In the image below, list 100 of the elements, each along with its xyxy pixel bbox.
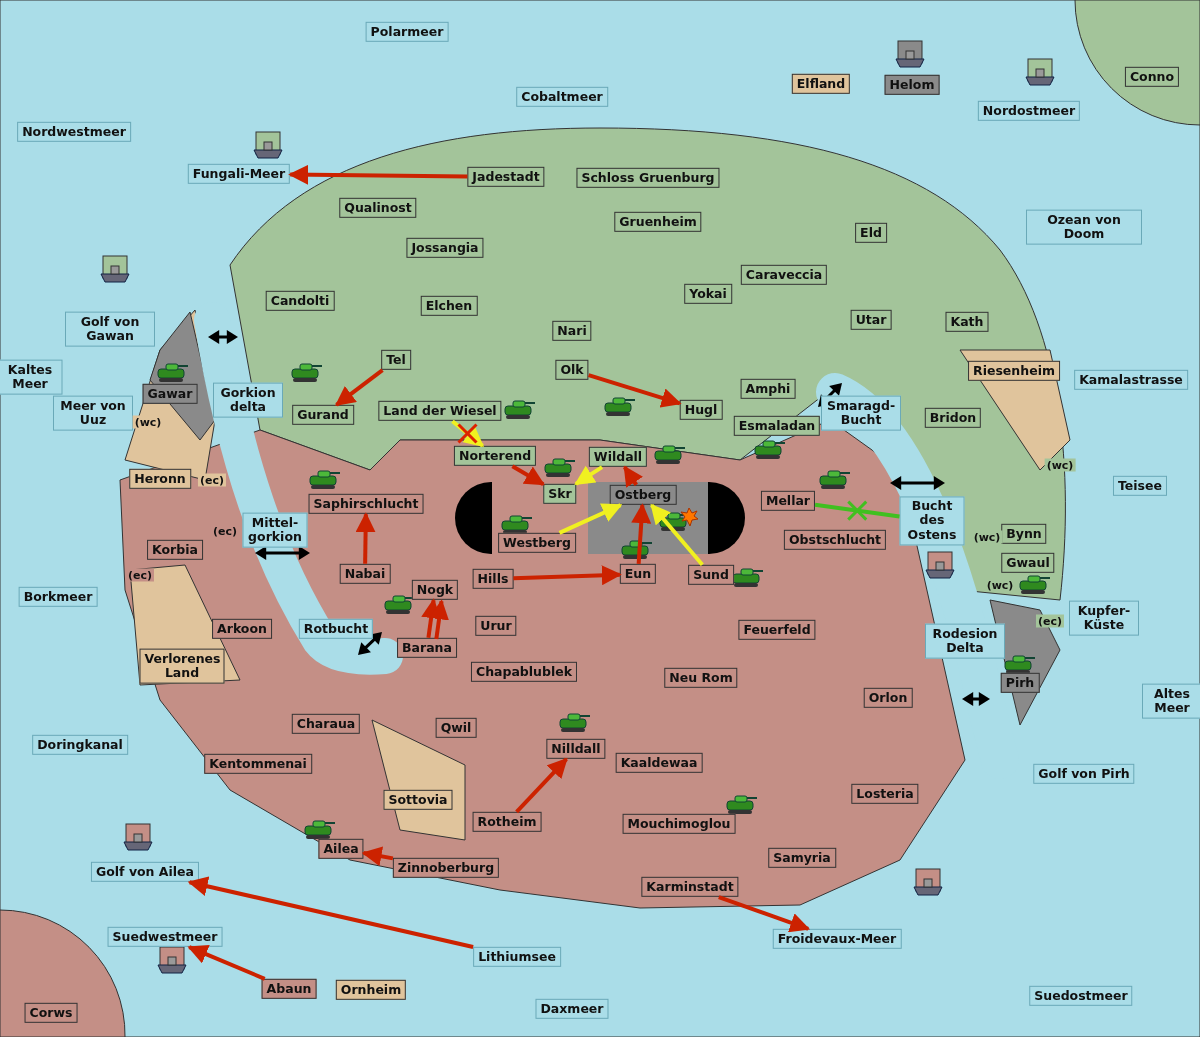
coast-label: (ec) (198, 473, 226, 487)
sea-region: Cobaltmeer (516, 86, 608, 108)
move-arrow (361, 846, 394, 867)
territory-region: Gruenheim (614, 211, 702, 233)
territory-region: Obstschlucht (783, 529, 887, 551)
sea-region: Golf von Gawan (65, 311, 155, 347)
territory-region: Verlorenes Land (139, 648, 225, 684)
sea-region: Doringkanal (32, 734, 128, 756)
territory-region: Orlon (863, 687, 913, 709)
territory-region: Mouchimoglou (622, 813, 736, 835)
move-arrow (588, 373, 682, 408)
territory-region: Amphi (740, 378, 796, 400)
move-arrow (631, 503, 652, 564)
territory-region: Elfland (791, 73, 851, 95)
move-arrow (334, 368, 384, 407)
sea-region: Golf von Pirh (1033, 763, 1135, 785)
coast-label: (wc) (1044, 458, 1076, 472)
territory-region: Bynn (1001, 523, 1047, 545)
territory-region: Pirh (1000, 672, 1040, 694)
sea-region: Borkmeer (18, 586, 98, 608)
territory-region: Skr (543, 483, 577, 505)
territory-region: Zinnoberburg (392, 857, 500, 879)
territory-region: Mellar (760, 490, 816, 512)
territory-region: Kaaldewaa (615, 752, 703, 774)
sea-region: Daxmeer (535, 998, 609, 1020)
move-arrow (451, 419, 485, 448)
territory-region: Gwaul (1001, 552, 1055, 574)
territory-region: Esmaladan (733, 415, 821, 437)
territory-region: Wildall (588, 446, 648, 468)
territory-region: Eun (619, 563, 657, 585)
sea-region: Golf von Ailea (90, 861, 200, 883)
sea-region: Meer von Uuz (53, 395, 133, 431)
sea-region: Teisee (1113, 475, 1167, 497)
move-arrow (650, 503, 704, 567)
territory-region: Samyria (768, 847, 836, 869)
sea-region: Lithiumsee (473, 946, 561, 968)
territory-region: Urur (475, 615, 517, 637)
move-arrow (513, 565, 622, 586)
territory-region: Sottovia (383, 789, 453, 811)
territory-region: Ornheim (335, 979, 407, 1001)
move-line (814, 502, 900, 519)
coast-label: (wc) (971, 530, 1003, 544)
sea-region: Smaragd-Bucht (821, 395, 901, 431)
territory-region: Westberg (498, 532, 576, 554)
sea-region: Rotbucht (298, 618, 374, 640)
coast-label: (ec) (211, 524, 239, 538)
territory-region: Neu Rom (664, 667, 738, 689)
sea-region: Kupfer-Küste (1069, 600, 1139, 636)
sea-region: Suedwestmeer (107, 926, 223, 948)
territory-region: Nari (552, 320, 592, 342)
coast-label: (ec) (126, 568, 154, 582)
move-arrow (187, 876, 474, 949)
territory-region: Yokai (684, 283, 732, 305)
sea-region: Fungali-Meer (187, 163, 291, 185)
territory-region: Norterend (453, 445, 537, 467)
sea-region: Kamalastrasse (1074, 369, 1188, 391)
move-arrow (355, 512, 376, 564)
sea-region: Polarmeer (365, 21, 449, 43)
sea-region: Mittel-gorkion (242, 512, 308, 548)
territory-region: Saphirschlucht (308, 493, 424, 515)
territory-region: Riesenheim (968, 360, 1060, 382)
cross-mark (457, 423, 478, 444)
territory-region: Olk (555, 359, 589, 381)
territory-region: Schloss Gruenburg (576, 167, 720, 189)
cross-mark (847, 500, 868, 521)
move-arrow (511, 464, 545, 486)
sea-region: Nordostmeer (977, 100, 1081, 122)
sea-region: Gorkion delta (213, 382, 283, 418)
coast-label: (ec) (1036, 614, 1064, 628)
territory-region: Barana (397, 637, 457, 659)
sea-region: Rodesion Delta (925, 623, 1005, 659)
territory-region: Ailea (318, 838, 364, 860)
move-arrow (515, 757, 568, 814)
territory-region: Qwil (435, 717, 477, 739)
territory-region: Hills (472, 568, 514, 590)
territory-region: Nogk (411, 579, 459, 601)
sea-region: Bucht des Ostens (899, 496, 965, 546)
sea-region: Nordwestmeer (17, 121, 131, 143)
territory-region: Candolti (265, 290, 335, 312)
territory-region: Arkoon (212, 618, 272, 640)
territory-region: Kentommenai (204, 753, 312, 775)
territory-region: Land der Wiesel (378, 400, 502, 422)
territory-region: Corws (24, 1002, 78, 1024)
territory-region: Caraveccia (740, 264, 828, 286)
territory-region: Kath (945, 311, 989, 333)
territory-region: Bridon (924, 407, 982, 429)
territory-region: Nilldall (546, 738, 606, 760)
territory-region: Nabai (339, 563, 391, 585)
territory-region: Elchen (420, 295, 478, 317)
territory-region: Feuerfeld (738, 619, 816, 641)
move-arrow (558, 503, 623, 535)
move-arrow (574, 465, 604, 486)
move-arrow (187, 944, 266, 981)
territory-region: Korbia (147, 539, 203, 561)
territory-region: Jadestadt (467, 166, 545, 188)
territory-region: Karminstadt (641, 876, 739, 898)
territory-region: Chapablublek (471, 661, 577, 683)
territory-region: Ostberg (609, 484, 677, 506)
territory-region: Hugl (679, 399, 723, 421)
territory-region: Helom (884, 74, 940, 96)
